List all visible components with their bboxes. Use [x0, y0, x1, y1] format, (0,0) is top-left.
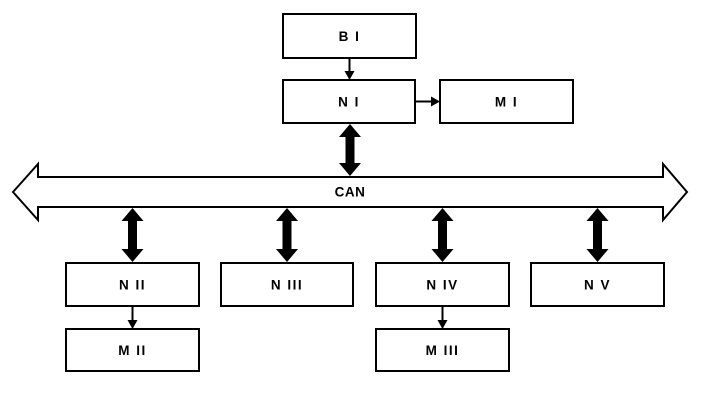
arrow-bi-to-ni — [344, 58, 355, 80]
node-mi-label: M I — [495, 95, 518, 110]
thick-double-arrow-can-niii — [276, 208, 298, 262]
node-ni: N I — [282, 79, 416, 124]
thick-double-arrow-ni-can — [339, 124, 361, 176]
node-niii: N III — [220, 262, 354, 307]
node-miii-box — [375, 328, 510, 372]
node-miii-label: M III — [426, 343, 460, 358]
arrow-ni-to-mi — [415, 96, 440, 107]
node-miii: M III — [375, 328, 510, 372]
node-niv-label: N IV — [426, 278, 458, 293]
node-nv-box — [530, 262, 665, 307]
arrowhead-down-icon — [437, 320, 448, 329]
node-niv-box — [375, 262, 510, 307]
arrowhead-right-icon — [431, 96, 440, 107]
thick-double-arrow-can-niv — [431, 208, 454, 262]
arrow-nii-to-mii — [127, 306, 138, 329]
node-mii: M II — [65, 328, 200, 372]
node-niii-box — [220, 262, 354, 307]
node-mii-label: M II — [118, 343, 147, 358]
node-nv: N V — [530, 262, 665, 307]
node-mi: M I — [439, 79, 574, 124]
thick-double-arrow-can-nii — [121, 208, 144, 262]
can-bus-label: CAN — [335, 185, 366, 200]
thick-double-arrow-can-nv — [586, 208, 609, 262]
node-ni-label: N I — [338, 95, 360, 110]
arrowhead-down-icon — [344, 71, 355, 80]
node-bi-box — [282, 13, 417, 59]
node-bi-label: B I — [339, 29, 361, 44]
arrow-niv-to-miii — [437, 306, 448, 329]
node-niv: N IV — [375, 262, 510, 307]
node-mi-box — [439, 79, 574, 124]
node-ni-box — [282, 79, 416, 124]
arrowhead-down-icon — [127, 320, 138, 329]
node-nv-label: N V — [584, 278, 611, 293]
node-nii-box — [65, 262, 200, 307]
node-nii: N II — [65, 262, 200, 307]
node-mii-box — [65, 328, 200, 372]
can-bus-arrow — [11, 161, 689, 223]
node-niii-label: N III — [271, 278, 303, 293]
node-nii-label: N II — [119, 278, 146, 293]
node-bi: B I — [282, 13, 417, 59]
